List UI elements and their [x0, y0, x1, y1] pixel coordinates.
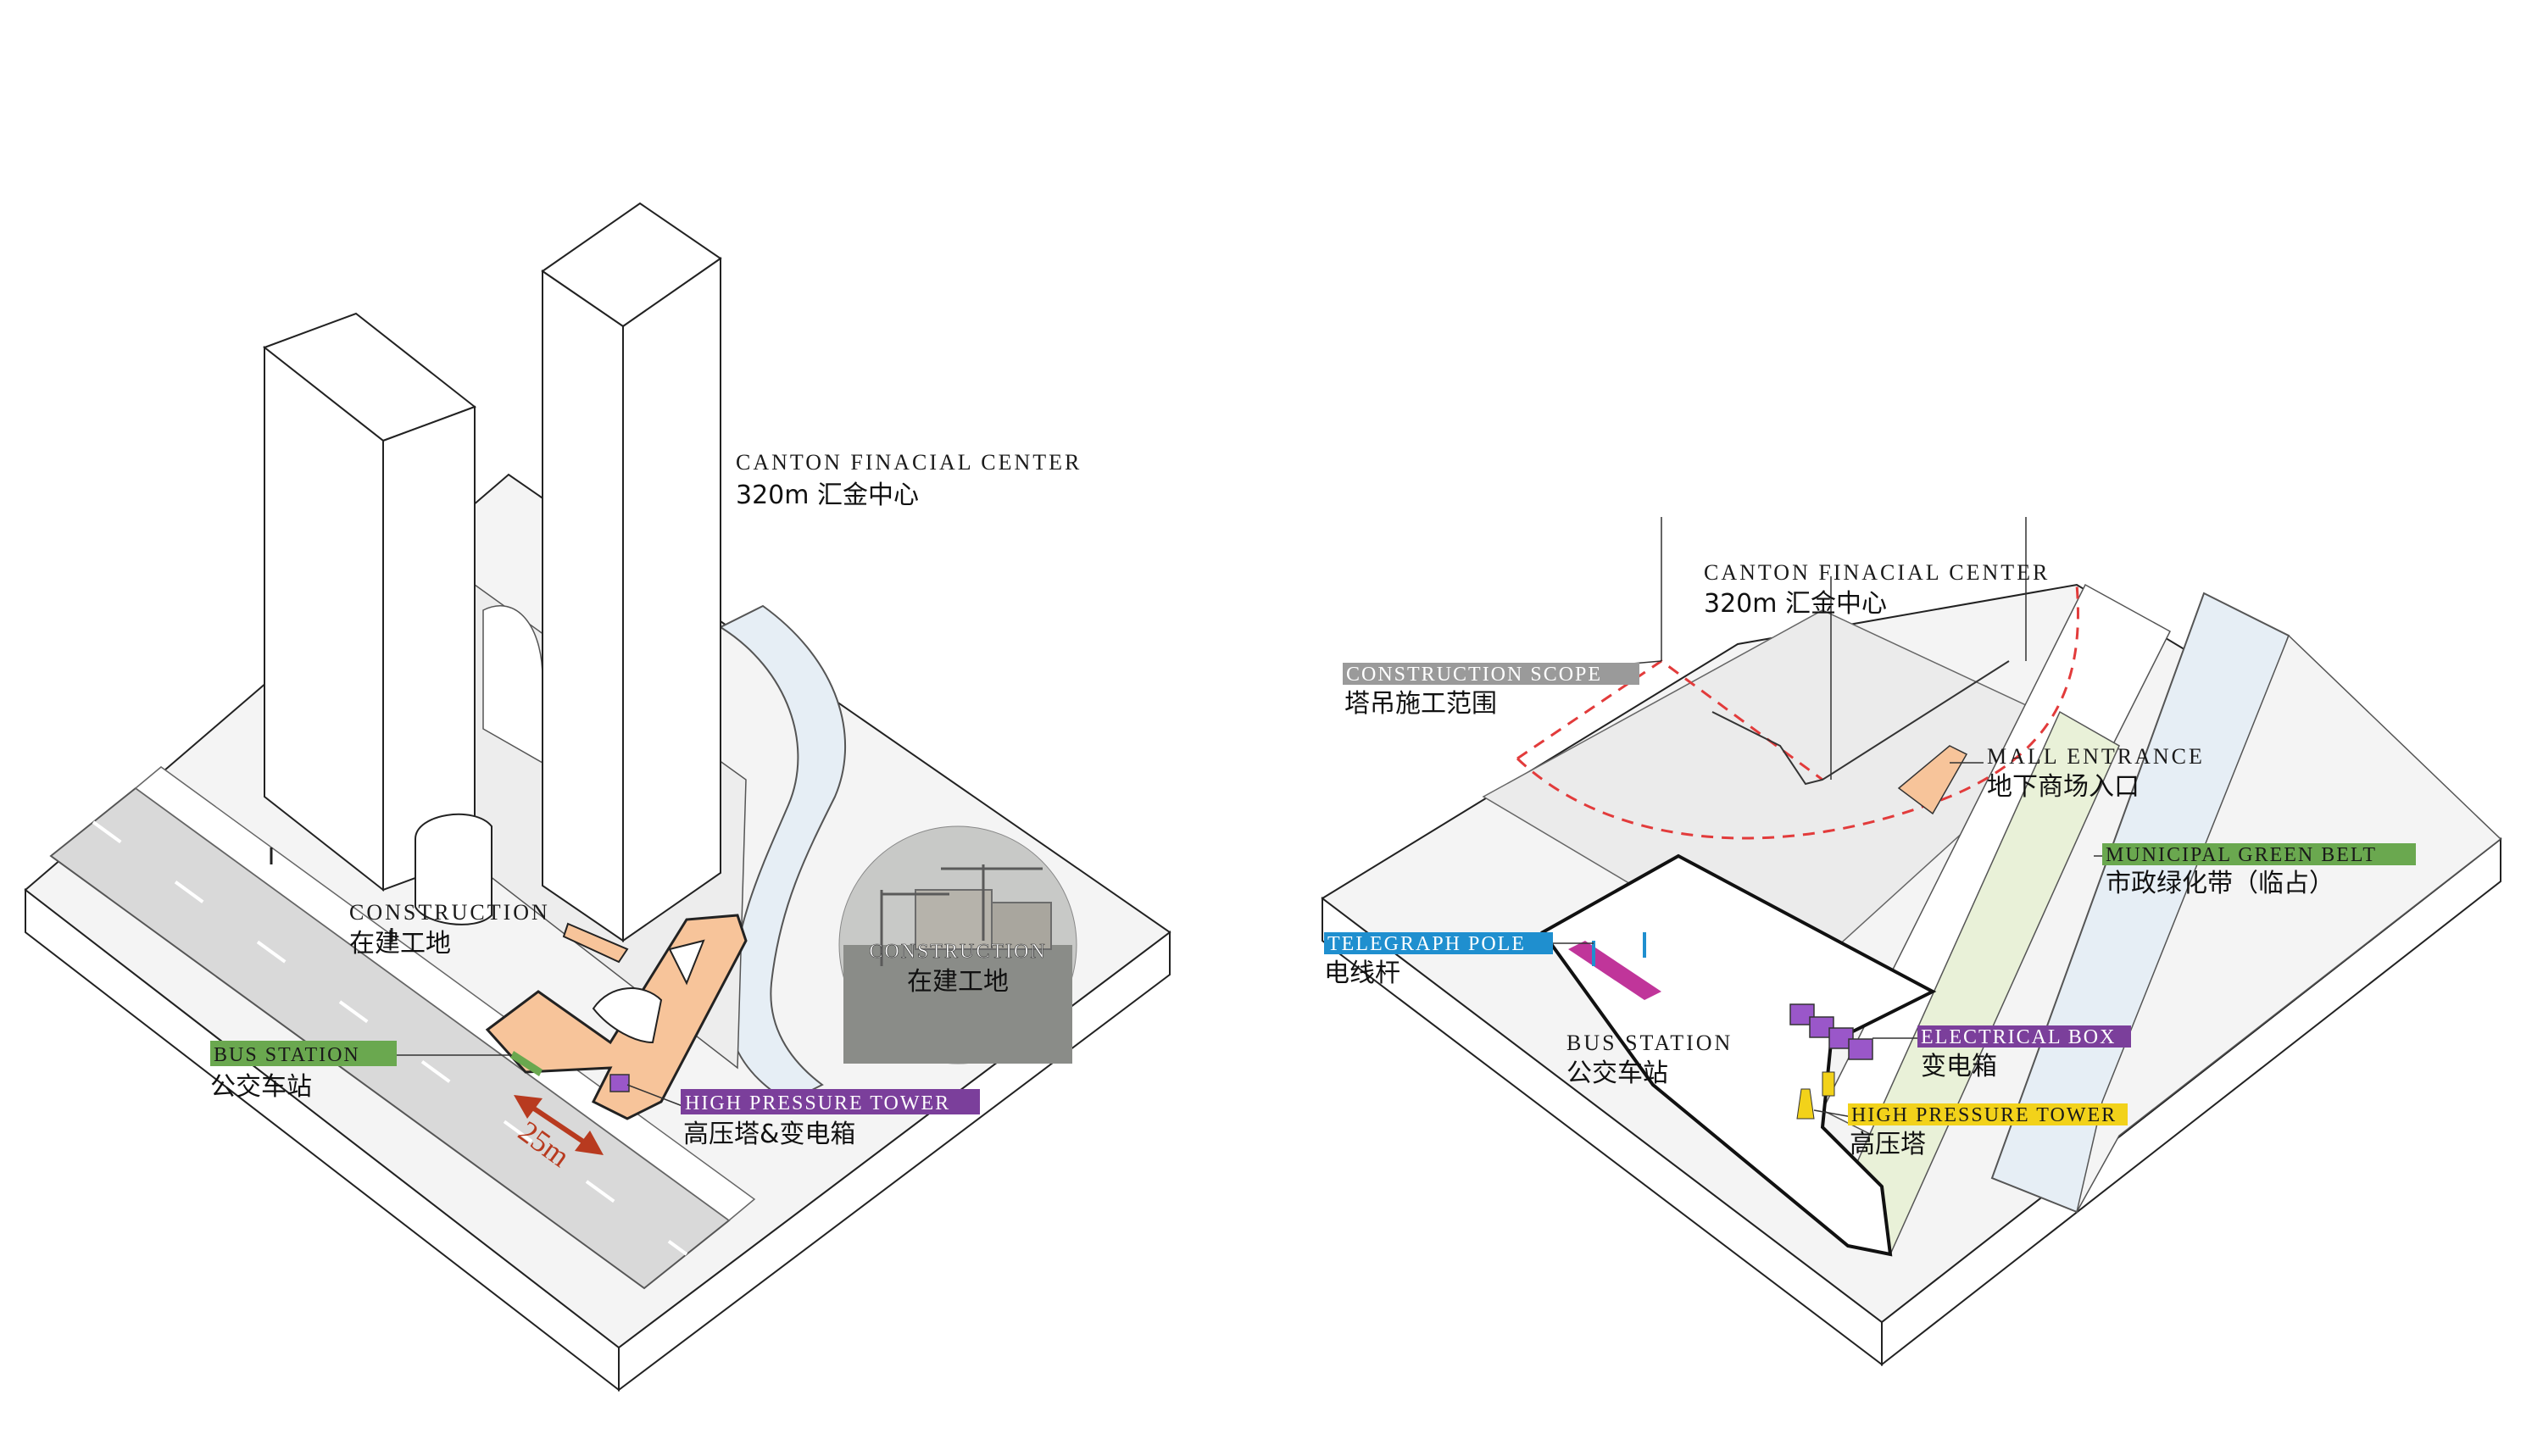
pole-label-en: TELEGRAPH POLE — [1327, 933, 1526, 955]
left-site-notch — [668, 939, 705, 986]
left-bus-label-en: BUS STATION — [214, 1044, 360, 1066]
ebox-label-en: ELECTRICAL BOX — [1921, 1026, 2116, 1048]
left-bus-tag-bg — [210, 1041, 397, 1066]
mall-label-en: MALL ENTRANCE — [1987, 744, 2205, 769]
tower-a-left-face — [264, 345, 384, 892]
scope-label-en: CONSTRUCTION SCOPE — [1346, 664, 1602, 686]
right-canton-label-en: CANTON FINACIAL CENTER — [1704, 560, 2050, 585]
left-river — [718, 604, 846, 1103]
tower-footprint — [1711, 660, 2010, 786]
photo-caption-cn: 在建工地 — [907, 967, 1009, 997]
left-tower-label-en: HIGH PRESSURE TOWER — [685, 1092, 950, 1114]
right-bus-label-cn: 公交车站 — [1566, 1059, 1668, 1088]
right-canton-label-cn: 320m 汇金中心 — [1704, 589, 1887, 619]
bus-station-marker-left — [510, 1051, 543, 1076]
scope-label-cn: 塔吊施工范围 — [1344, 689, 1497, 719]
tower-b-left-face — [542, 270, 624, 942]
hp-tag-bg — [1848, 1103, 2128, 1125]
left-construction-label-cn: 在建工地 — [349, 929, 451, 959]
telegraph-pole-strip — [1568, 941, 1661, 1000]
green-tag-bg — [2102, 843, 2416, 865]
right-bus-label-en: BUS STATION — [1566, 1031, 1733, 1055]
construction-scope-arc — [1516, 584, 2079, 840]
scope-tag-bg — [1343, 663, 1639, 685]
left-site-upper-strip — [562, 922, 629, 964]
left-tower-tag-bg — [681, 1089, 980, 1114]
left-bus-label-cn: 公交车站 — [210, 1072, 312, 1102]
left-canton-label-cn: 320m 汇金中心 — [736, 481, 919, 510]
right-site-boundary — [1540, 853, 1937, 1257]
left-site-void — [592, 987, 663, 1044]
left-sidewalk — [134, 766, 756, 1221]
pole-tag-bg — [1324, 932, 1553, 954]
ebox-tag-bg — [1917, 1025, 2131, 1048]
right-east-land — [2076, 634, 2502, 1213]
ebox-label-cn: 变电箱 — [1921, 1052, 1997, 1081]
dimension-arrow-25m — [514, 1095, 604, 1155]
tower-a-base-cylinder — [415, 813, 492, 925]
left-construction-label-en: CONSTRUCTION — [349, 900, 550, 925]
mall-label-cn: 地下商场入口 — [1987, 772, 2140, 802]
left-canton-label-en: CANTON FINACIAL CENTER — [736, 450, 1082, 475]
hp-label-cn: 高压塔 — [1850, 1130, 1926, 1159]
green-label-cn: 市政绿化带（临占） — [2106, 869, 2334, 898]
green-label-en: MUNICIPAL GREEN BELT — [2106, 844, 2377, 866]
photo-caption-en: CONSTRUCTION — [869, 941, 1046, 963]
electrical-boxes — [1789, 1003, 1873, 1060]
high-pressure-tower-marker-right — [1796, 1088, 1815, 1120]
hp-label-en: HIGH PRESSURE TOWER — [1851, 1104, 2117, 1126]
tower-b-right-face — [622, 257, 721, 942]
left-tower-label-cn: 高压塔&变电箱 — [683, 1120, 855, 1149]
left-road-center-line — [92, 820, 688, 1256]
left-axonometric: CONSTRUCTION 在建工地 CANTON FINACIAL CENTER… — [24, 202, 1171, 1392]
left-tower-leader — [626, 1084, 683, 1107]
right-axonometric: CANTON FINACIAL CENTER 320m 汇金中心 CONSTRU… — [1321, 517, 2502, 1367]
hp-leader — [1813, 1109, 1853, 1118]
high-pressure-tower-marker-left — [609, 1074, 630, 1092]
high-pressure-tower-base-right — [1822, 1071, 1835, 1097]
construction-photo: CONSTRUCTION 在建工地 — [838, 825, 1077, 1064]
pole-label-cn: 电线杆 — [1324, 959, 1400, 988]
